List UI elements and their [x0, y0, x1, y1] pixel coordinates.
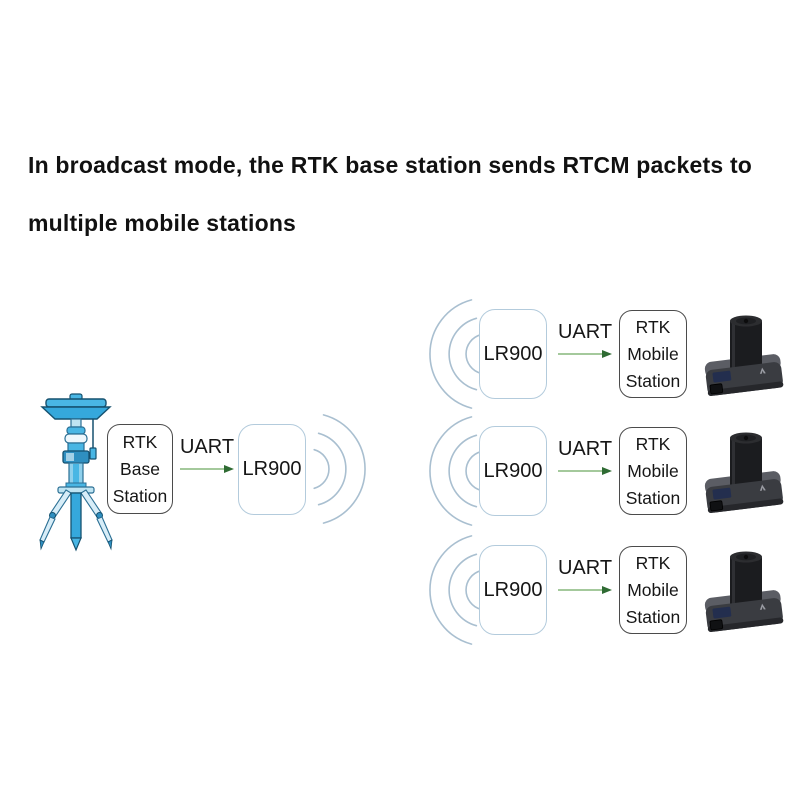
rtk-mobile-receiver-icon — [698, 310, 788, 398]
lr900-label: LR900 — [242, 458, 302, 480]
rtk-mobile-receiver-icon — [698, 546, 788, 634]
base-uart-connector: UART — [178, 435, 236, 475]
mobile-box-line: RTK — [635, 316, 671, 337]
mobile-box-line: Mobile — [627, 343, 679, 364]
radio-waves-receive-icon — [424, 413, 486, 529]
mobile-box-line: Mobile — [627, 460, 679, 481]
mobile-box-line: Mobile — [627, 579, 679, 600]
uart-label: UART — [557, 321, 613, 343]
base-lr900-radio-box: LR900 — [238, 424, 306, 515]
rtk-base-station-box: RTK Base Station — [107, 424, 173, 514]
title-line-1: In broadcast mode, the RTK base station … — [28, 152, 753, 178]
rtk-mobile-station-box: RTK Mobile Station — [619, 310, 687, 398]
radio-waves-receive-icon — [424, 532, 486, 648]
uart-label: UART — [179, 436, 235, 458]
base-box-line: Base — [120, 458, 160, 479]
mobile-box-line: Station — [625, 487, 681, 508]
mobile-station-row-1: LR900 UART RTK Mobile Station — [424, 296, 790, 412]
green-arrow-right-icon — [179, 463, 235, 475]
mobile-box-line: RTK — [635, 433, 671, 454]
rtk-mobile-station-box: RTK Mobile Station — [619, 427, 687, 515]
base-box-line: RTK — [122, 431, 158, 452]
lr900-label: LR900 — [483, 459, 543, 482]
base-box-line: Station — [112, 485, 168, 506]
mobile-box-line: RTK — [635, 552, 671, 573]
mobile-box-line: Station — [625, 606, 681, 627]
mobile-lr900-radio-box: LR900 — [479, 309, 547, 399]
mobile-station-row-2: LR900 UART RTK Mobile Station — [424, 413, 790, 529]
radio-waves-transmit-icon — [309, 411, 371, 527]
mobile-station-row-3: LR900 UART RTK Mobile Station — [424, 532, 790, 648]
mobile-uart-connector: UART — [556, 556, 614, 596]
green-arrow-right-icon — [557, 465, 613, 477]
mobile-box-line: Station — [625, 370, 681, 391]
title-line-2: multiple mobile stations — [28, 210, 297, 236]
radio-waves-receive-icon — [424, 296, 486, 412]
mobile-uart-connector: UART — [556, 320, 614, 360]
page-title: In broadcast mode, the RTK base station … — [28, 150, 780, 238]
green-arrow-right-icon — [557, 584, 613, 596]
uart-label: UART — [557, 438, 613, 460]
mobile-lr900-radio-box: LR900 — [479, 426, 547, 516]
lr900-label: LR900 — [483, 342, 543, 365]
rtk-mobile-receiver-icon — [698, 427, 788, 515]
green-arrow-right-icon — [557, 348, 613, 360]
lr900-label: LR900 — [483, 578, 543, 601]
uart-label: UART — [557, 557, 613, 579]
rtk-mobile-station-box: RTK Mobile Station — [619, 546, 687, 634]
mobile-lr900-radio-box: LR900 — [479, 545, 547, 635]
mobile-uart-connector: UART — [556, 437, 614, 477]
base-station-group: RTK Base Station UART LR900 — [30, 390, 372, 552]
